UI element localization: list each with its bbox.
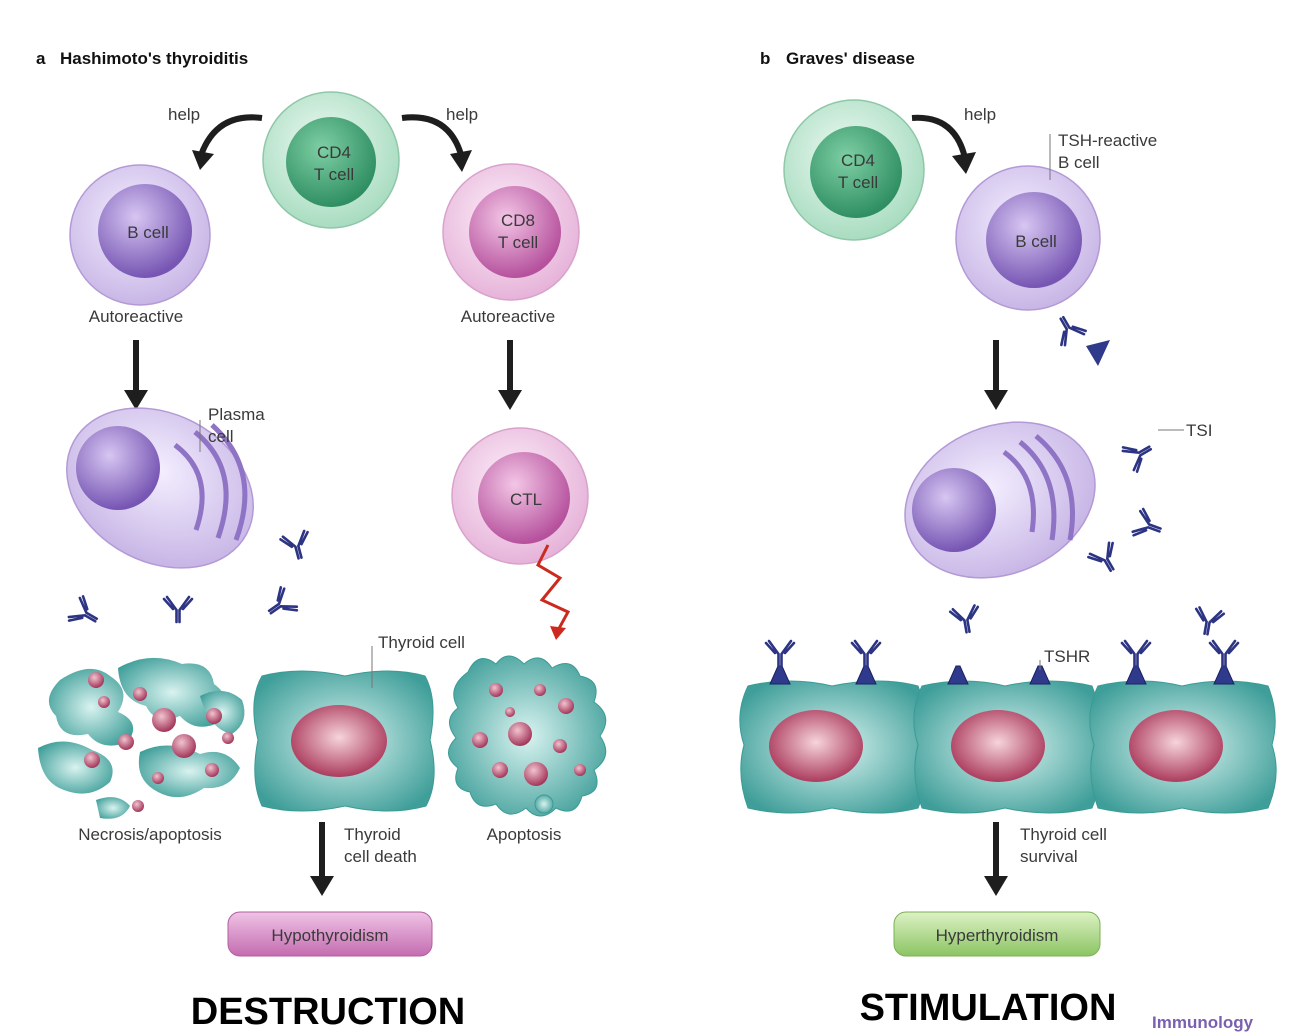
cd8-t-cell: CD8 T cell bbox=[442, 163, 580, 301]
arrow-to-hypo-head bbox=[310, 876, 334, 896]
survival-label-line2: survival bbox=[1020, 847, 1078, 866]
cd4-b-label-line2: T cell bbox=[838, 173, 878, 192]
cd4-label-line2: T cell bbox=[314, 165, 354, 184]
antibody-a-3 bbox=[162, 595, 194, 624]
help-arrow-left-head bbox=[192, 150, 214, 170]
tshr-receptor-1 bbox=[769, 665, 791, 685]
arrow-to-ctl-head bbox=[498, 390, 522, 410]
thyroid-cell-a bbox=[253, 670, 435, 812]
panel-b: b Graves' disease CD4 T cell help B cell… bbox=[739, 49, 1277, 1029]
tsi-label: TSI bbox=[1186, 421, 1212, 440]
antibody-a-1 bbox=[278, 528, 315, 563]
tshr-receptor-6 bbox=[1213, 665, 1235, 685]
cd4-t-cell-a: CD4 T cell bbox=[262, 91, 400, 229]
cd8-label-line1: CD8 bbox=[501, 211, 535, 230]
tsi-antibody-4 bbox=[948, 603, 984, 636]
help-label-right: help bbox=[446, 105, 478, 124]
bound-tsi-5 bbox=[1120, 639, 1152, 668]
destruction-caption: DESTRUCTION bbox=[191, 991, 465, 1033]
tsi-antibody-5 bbox=[1190, 605, 1226, 638]
help-label-b: help bbox=[964, 105, 996, 124]
b-cell-label-b: B cell bbox=[1015, 232, 1057, 251]
panel-b-letter: b bbox=[760, 49, 770, 68]
stimulation-caption: STIMULATION bbox=[860, 987, 1117, 1029]
tshr-receptor-2 bbox=[855, 665, 877, 685]
tshr-label: TSHR bbox=[1044, 647, 1090, 666]
help-label-left: help bbox=[168, 105, 200, 124]
b-cell-a: B cell bbox=[69, 164, 211, 306]
thyroid-cell-b-1 bbox=[739, 680, 927, 814]
hyperthyroidism-pill bbox=[893, 911, 1101, 957]
bound-tsh bbox=[1086, 340, 1110, 366]
tsi-antibody-2 bbox=[1130, 506, 1167, 545]
bound-tsi-2 bbox=[850, 639, 882, 668]
autoreactive-left: Autoreactive bbox=[89, 307, 184, 326]
help-arrow-left bbox=[197, 114, 263, 159]
thyroid-cell-label: Thyroid cell bbox=[378, 633, 465, 652]
hypothyroidism-label: Hypothyroidism bbox=[271, 926, 388, 945]
plasma-cell-b bbox=[904, 421, 1096, 579]
antibody-a-4 bbox=[260, 584, 300, 625]
arrow-to-plasma-b-head bbox=[984, 390, 1008, 410]
tshr-receptor-5 bbox=[1125, 665, 1147, 685]
death-label-line2: cell death bbox=[344, 847, 417, 866]
help-arrow-b-head bbox=[952, 152, 976, 174]
cd4-b-label-line1: CD4 bbox=[841, 151, 875, 170]
help-arrow-b bbox=[911, 114, 968, 159]
panel-a: a Hashimoto's thyroiditis help help CD4 … bbox=[36, 49, 607, 1033]
thyroid-cell-b-3 bbox=[1089, 680, 1277, 814]
tsi-antibody-1 bbox=[1120, 434, 1159, 474]
panel-a-title: Hashimoto's thyroiditis bbox=[60, 49, 248, 68]
panel-b-title: Graves' disease bbox=[786, 49, 915, 68]
cd4-t-cell-b: CD4 T cell bbox=[783, 99, 925, 241]
tsh-reactive-b-cell: B cell bbox=[955, 165, 1101, 311]
bound-tsi-6 bbox=[1208, 639, 1240, 668]
ctl-cell: CTL bbox=[451, 427, 589, 565]
panel-a-letter: a bbox=[36, 49, 46, 68]
plasma-label-line2: cell bbox=[208, 427, 234, 446]
plasma-label-line1: Plasma bbox=[208, 405, 265, 424]
tsh-label-line1: TSH-reactive bbox=[1058, 131, 1157, 150]
ctl-label: CTL bbox=[510, 490, 542, 509]
antibody-a-2 bbox=[66, 594, 105, 634]
hyperthyroidism-label: Hyperthyroidism bbox=[936, 926, 1059, 945]
tsi-antibody-3 bbox=[1086, 540, 1126, 579]
help-arrow-right bbox=[401, 114, 465, 159]
help-arrow-right-head bbox=[450, 150, 472, 172]
arrow-to-hyper-head bbox=[984, 876, 1008, 896]
brand-logo: Immunology bbox=[1152, 1013, 1254, 1032]
lightning-head bbox=[550, 626, 566, 640]
tsh-label-line2: B cell bbox=[1058, 153, 1100, 172]
apoptotic-cell bbox=[448, 655, 607, 817]
ctl-attack-lightning bbox=[536, 544, 571, 635]
necrosis-label: Necrosis/apoptosis bbox=[78, 825, 222, 844]
tshr-receptor-3 bbox=[947, 665, 969, 685]
survival-label-line1: Thyroid cell bbox=[1020, 825, 1107, 844]
cd4-label-line1: CD4 bbox=[317, 143, 351, 162]
b-cell-label-a: B cell bbox=[127, 223, 169, 242]
autoreactive-right: Autoreactive bbox=[461, 307, 556, 326]
death-label-line1: Thyroid bbox=[344, 825, 401, 844]
plasma-cell-a bbox=[66, 407, 254, 569]
cd8-label-line2: T cell bbox=[498, 233, 538, 252]
thyroid-cell-b-2 bbox=[913, 680, 1101, 814]
membrane-antibody bbox=[1048, 309, 1088, 348]
bound-tsi-1 bbox=[764, 639, 796, 668]
hypothyroidism-pill bbox=[227, 911, 433, 957]
necrosis-debris bbox=[38, 657, 245, 819]
apoptosis-label: Apoptosis bbox=[487, 825, 562, 844]
arrow-to-plasma-head bbox=[124, 390, 148, 410]
